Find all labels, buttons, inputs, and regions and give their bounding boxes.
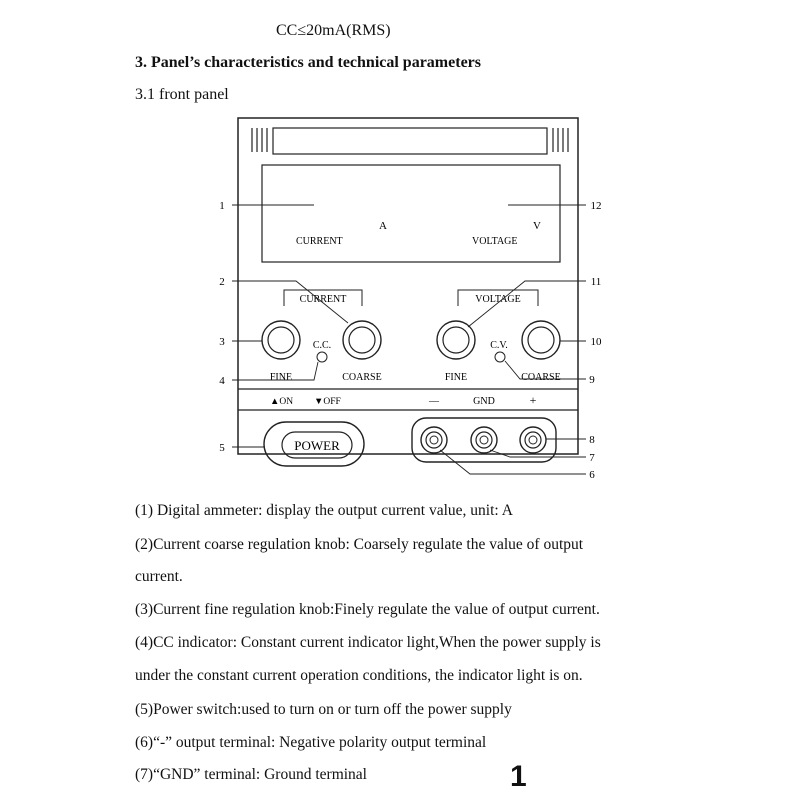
description-1: (1) Digital ammeter: display the output … [135, 502, 513, 519]
negative-terminal[interactable] [420, 426, 448, 454]
leader-lines [232, 204, 586, 475]
callout-6: 6 [589, 469, 595, 481]
cc-indicator-label: C.C. [313, 340, 331, 351]
description-4-cont: under the constant current operation con… [135, 667, 583, 684]
power-button[interactable]: POWER [281, 431, 353, 459]
voltage-group-title: VOLTAGE [475, 294, 521, 305]
right-vent-lines [552, 128, 569, 152]
switch-on-label: ▲ON [270, 397, 293, 407]
section-title: 3. Panel’s characteristics and technical… [135, 54, 481, 71]
switch-off-label: ▼OFF [314, 397, 341, 407]
callout-10: 10 [591, 336, 603, 348]
current-fine-knob[interactable] [261, 320, 301, 360]
callout-8: 8 [589, 434, 595, 446]
digital-display [261, 164, 561, 263]
positive-terminal[interactable] [519, 426, 547, 454]
callout-2: 2 [219, 276, 225, 288]
description-5: (5)Power switch:used to turn on or turn … [135, 701, 512, 718]
description-7: (7)“GND” terminal: Ground terminal [135, 766, 367, 783]
voltage-unit: V [533, 220, 541, 232]
voltage-group-bracket [457, 289, 539, 306]
current-coarse-label: COARSE [342, 372, 381, 383]
gnd-label: GND [473, 396, 495, 407]
description-3: (3)Current fine regulation knob:Finely r… [135, 601, 600, 618]
subsection-title: 3.1 front panel [135, 86, 229, 103]
terminal-box [411, 417, 557, 463]
plus-label: + [530, 393, 537, 407]
callout-11: 11 [591, 276, 602, 288]
panel-outline [237, 117, 579, 455]
current-unit: A [379, 220, 387, 232]
callout-5: 5 [219, 442, 225, 454]
current-group-title: CURRENT [300, 294, 347, 305]
callout-12: 12 [591, 200, 602, 212]
current-display-label: CURRENT [296, 236, 343, 247]
gnd-terminal[interactable] [470, 426, 498, 454]
description-2: (2)Current coarse regulation knob: Coars… [135, 536, 584, 553]
current-fine-label: FINE [270, 372, 292, 383]
power-button-outer [263, 421, 365, 467]
voltage-coarse-knob[interactable] [521, 320, 561, 360]
voltage-display-label: VOLTAGE [472, 236, 518, 247]
cc-indicator-light [316, 351, 328, 363]
panel-top-strip [272, 127, 548, 155]
callout-7: 7 [589, 452, 595, 464]
callout-4: 4 [219, 375, 225, 387]
description-6: (6)“-” output terminal: Negative polarit… [135, 734, 487, 751]
cv-indicator-light [494, 351, 506, 363]
voltage-fine-label: FINE [445, 372, 467, 383]
voltage-fine-knob[interactable] [436, 320, 476, 360]
front-panel-diagram: A CURRENT V VOLTAGE CURRENT C.C. FINE CO… [219, 117, 603, 481]
description-2-cont: current. [135, 568, 183, 585]
current-group-bracket [283, 289, 363, 306]
spec-line: CC≤20mA(RMS) [276, 22, 391, 39]
callout-1: 1 [219, 200, 225, 212]
callout-9: 9 [589, 374, 595, 386]
voltage-coarse-label: COARSE [521, 372, 560, 383]
description-4: (4)CC indicator: Constant current indica… [135, 634, 601, 651]
minus-label: — [428, 396, 440, 407]
page-number: 1 [510, 760, 527, 793]
left-vent-lines [251, 128, 268, 152]
power-button-label: POWER [294, 438, 340, 453]
cv-indicator-label: C.V. [490, 340, 508, 351]
current-coarse-knob[interactable] [342, 320, 382, 360]
callout-3: 3 [219, 336, 225, 348]
